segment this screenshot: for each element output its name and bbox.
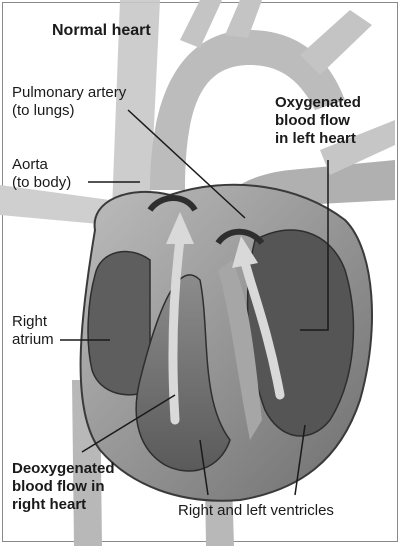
vessel-upper-right [300, 10, 372, 75]
label-aorta: Aorta (to body) [12, 156, 71, 192]
label-ventricles: Right and left ventricles [178, 502, 334, 520]
right-atrium-chamber [88, 252, 150, 395]
label-oxygenated-flow: Oxygenated blood flow in left heart [275, 94, 361, 148]
diagram-title: Normal heart [52, 22, 151, 40]
label-deoxygenated-flow: Deoxygenated blood flow in right heart [12, 460, 115, 514]
label-right-atrium: Right atrium [12, 313, 54, 349]
label-pulmonary-artery: Pulmonary artery (to lungs) [12, 84, 126, 120]
